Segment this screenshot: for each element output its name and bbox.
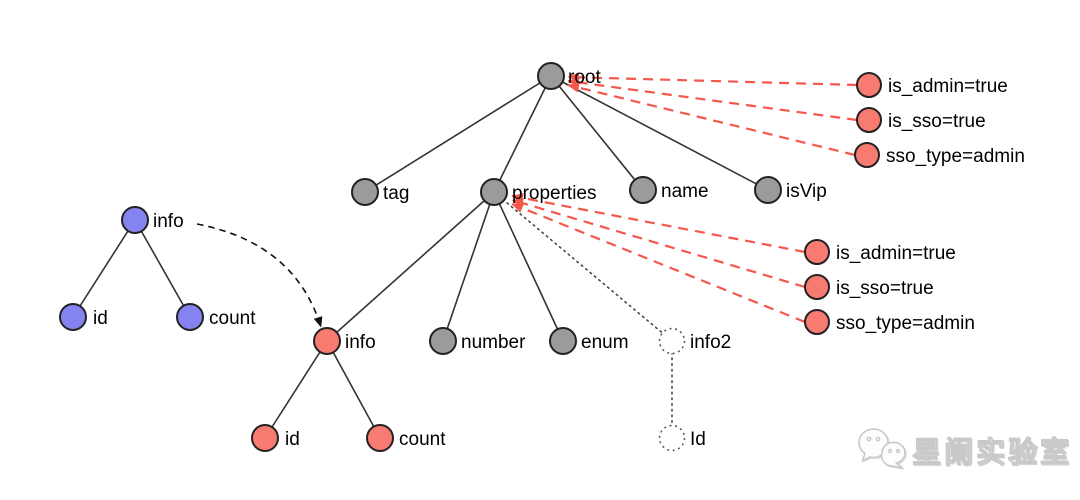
edge-root-isvip — [550, 75, 769, 191]
edge-properties-enum — [493, 191, 564, 342]
node-tag-label: tag — [383, 183, 409, 204]
node-properties — [480, 178, 508, 206]
node-attr-root-2 — [856, 107, 882, 133]
node-source-id — [59, 303, 87, 331]
node-info-label: info — [345, 332, 376, 353]
wechat-eye — [875, 436, 881, 442]
wechat-eye — [895, 448, 901, 454]
edge-sourceinfo-count — [134, 219, 191, 318]
node-enum — [549, 327, 577, 355]
node-source-info — [121, 206, 149, 234]
node-number — [429, 327, 457, 355]
node-name-label: name — [661, 181, 709, 202]
edge-root-name — [550, 75, 644, 191]
node-properties-label: properties — [512, 183, 597, 204]
node-root-label: root — [568, 67, 601, 88]
edge-properties-info — [326, 191, 495, 342]
node-info2-dotted — [658, 327, 686, 355]
node-id — [251, 424, 279, 452]
attr-properties-label-2: is_sso=true — [836, 278, 934, 299]
node-source-count-label: count — [209, 308, 256, 329]
node-number-label: number — [461, 332, 526, 353]
edge-root-properties — [493, 75, 552, 193]
wechat-eye — [887, 448, 893, 454]
edge-properties-info2-dotted — [493, 191, 673, 342]
node-count-label: count — [399, 429, 446, 450]
edge-info-id — [264, 340, 328, 439]
edge-sourceinfo-id — [72, 219, 136, 318]
node-attr-properties-3 — [804, 309, 830, 335]
watermark: 星阑实验室 — [858, 428, 1072, 470]
edge-attr-root-3 — [567, 82, 856, 157]
watermark-text: 星阑实验室 — [912, 435, 1072, 469]
node-isvip — [754, 176, 782, 204]
node-id-dotted-label: Id — [690, 429, 706, 450]
node-info2-label: info2 — [690, 332, 731, 353]
node-info — [313, 327, 341, 355]
edge-attr-root-1 — [567, 72, 858, 87]
attr-properties-label-3: sso_type=admin — [836, 313, 975, 334]
wechat-small-bubble — [880, 441, 906, 469]
edge-sourceinfo-to-info-dashed — [196, 223, 323, 328]
edge-attr-root-2 — [567, 77, 858, 122]
edge-properties-number — [442, 191, 495, 342]
node-root — [537, 62, 565, 90]
node-source-count — [176, 303, 204, 331]
node-isvip-label: isVip — [786, 181, 827, 202]
node-source-id-label: id — [93, 308, 108, 329]
attr-root-label-3: sso_type=admin — [886, 146, 1025, 167]
wechat-icon — [858, 428, 906, 469]
node-source-info-label: info — [153, 211, 184, 232]
node-count — [366, 424, 394, 452]
node-attr-properties-1 — [804, 239, 830, 265]
edge-root-tag — [364, 75, 552, 193]
node-attr-root-3 — [854, 142, 880, 168]
node-name — [629, 176, 657, 204]
attr-properties-label-1: is_admin=true — [836, 243, 956, 264]
edge-attr-properties-3 — [511, 202, 806, 324]
attr-root-label-1: is_admin=true — [888, 76, 1008, 97]
attr-root-label-2: is_sso=true — [888, 111, 986, 132]
node-enum-label: enum — [581, 332, 629, 353]
edge-info-count — [326, 340, 381, 439]
node-tag — [351, 178, 379, 206]
node-id-dotted — [658, 424, 686, 452]
node-attr-root-1 — [856, 72, 882, 98]
node-attr-properties-2 — [804, 274, 830, 300]
wechat-eye — [866, 436, 872, 442]
node-id-label: id — [285, 429, 300, 450]
